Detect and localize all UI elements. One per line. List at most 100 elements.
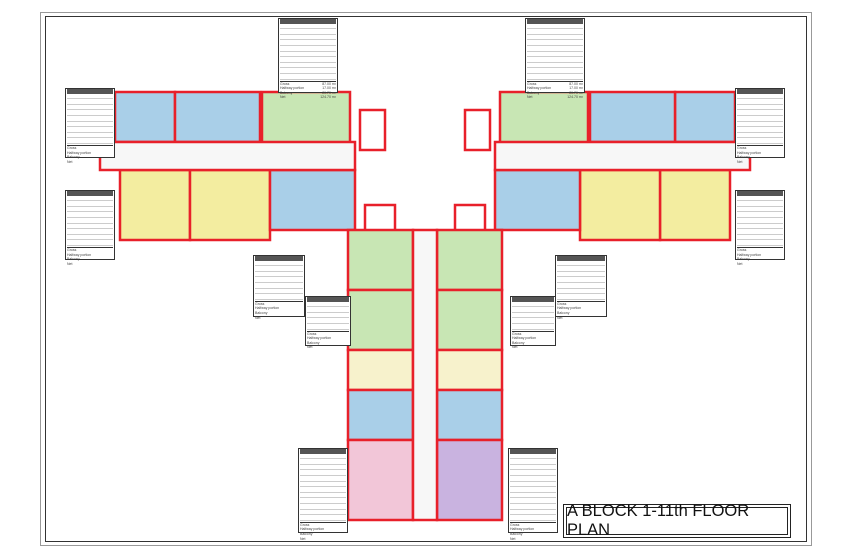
info-halfway: Halfway portion (737, 150, 762, 155)
info-row (737, 138, 783, 144)
info-row (510, 515, 556, 521)
info-row (527, 46, 583, 52)
info-row (557, 266, 605, 272)
info-gross: Gross (67, 247, 77, 252)
info-row (510, 470, 556, 476)
info-row (307, 324, 349, 330)
corridor-left (98, 140, 357, 172)
info-row (67, 133, 113, 139)
info-row (280, 68, 336, 74)
unit-stem-left-3 (346, 348, 415, 392)
info-balcony: Balcony (512, 340, 525, 345)
info-row (510, 454, 556, 460)
unit-left-top-1 (113, 90, 177, 144)
info-gross: Gross (255, 301, 265, 306)
info-gross: Gross (510, 522, 520, 527)
info-box-header (67, 191, 113, 196)
info-balcony: Balcony (307, 340, 320, 345)
info-row (512, 307, 554, 313)
info-row (737, 133, 783, 139)
info-row (737, 224, 783, 230)
info-row (67, 196, 113, 202)
info-row (737, 94, 783, 100)
info-row (300, 487, 346, 493)
info-row (527, 57, 583, 63)
info-balcony: Balcony (557, 310, 570, 315)
info-row (557, 294, 605, 300)
info-halfway: Halfway portion (255, 306, 280, 311)
info-row (255, 283, 303, 289)
info-box-header (280, 19, 336, 24)
info-net: Net (255, 315, 261, 320)
info-halfway: Halfway portion (300, 527, 325, 532)
info-row (510, 498, 556, 504)
info-row (527, 24, 583, 30)
info-box-header (67, 89, 113, 94)
info-row (67, 224, 113, 230)
info-row (737, 127, 783, 133)
info-row (510, 476, 556, 482)
info-row (280, 74, 336, 80)
info-row (67, 207, 113, 213)
unit-stem-right-5 (435, 438, 504, 522)
info-net: Net (300, 536, 306, 541)
unit-stem-left-5 (346, 438, 415, 522)
unit-right-4 (658, 168, 732, 242)
info-gross: Gross (737, 145, 747, 150)
info-row (510, 493, 556, 499)
info-row (557, 277, 605, 283)
unit-right-7 (493, 140, 752, 172)
info-row (512, 302, 554, 308)
stair-core-left (358, 108, 387, 152)
info-row (280, 24, 336, 30)
info-row (67, 99, 113, 105)
info-row (510, 482, 556, 488)
unit-right-2 (588, 90, 677, 144)
info-balcony: Balcony (255, 310, 268, 315)
info-row (510, 459, 556, 465)
info-row (527, 40, 583, 46)
info-row (737, 116, 783, 122)
info-row (280, 52, 336, 58)
info-row (307, 313, 349, 319)
unit-left-top-2 (173, 90, 262, 144)
stair-core-right (463, 108, 492, 152)
info-row (67, 229, 113, 235)
info-row (557, 289, 605, 295)
unit-left-bottom-3 (268, 168, 357, 232)
info-row (300, 454, 346, 460)
info-row (512, 318, 554, 324)
info-gross: Gross (512, 331, 522, 336)
info-row (300, 465, 346, 471)
info-row (737, 212, 783, 218)
info-row (255, 261, 303, 267)
drawing-frame (40, 12, 812, 546)
info-net: Net (557, 315, 563, 320)
info-row (510, 487, 556, 493)
info-row (737, 240, 783, 246)
info-row (67, 201, 113, 207)
info-row (557, 283, 605, 289)
info-row (67, 240, 113, 246)
info-row (510, 504, 556, 510)
info-row (527, 52, 583, 58)
info-gross: Gross (307, 331, 317, 336)
info-halfway: Halfway portion (67, 252, 92, 257)
plan-title: A BLOCK 1-11th FLOOR PLAN (566, 502, 788, 539)
info-box-header (300, 449, 346, 454)
info-gross: Gross (67, 145, 77, 150)
unit-stem-right-3 (435, 348, 504, 392)
info-balcony: Balcony (67, 257, 80, 262)
info-row (307, 302, 349, 308)
info-row (67, 212, 113, 218)
info-row (512, 313, 554, 319)
